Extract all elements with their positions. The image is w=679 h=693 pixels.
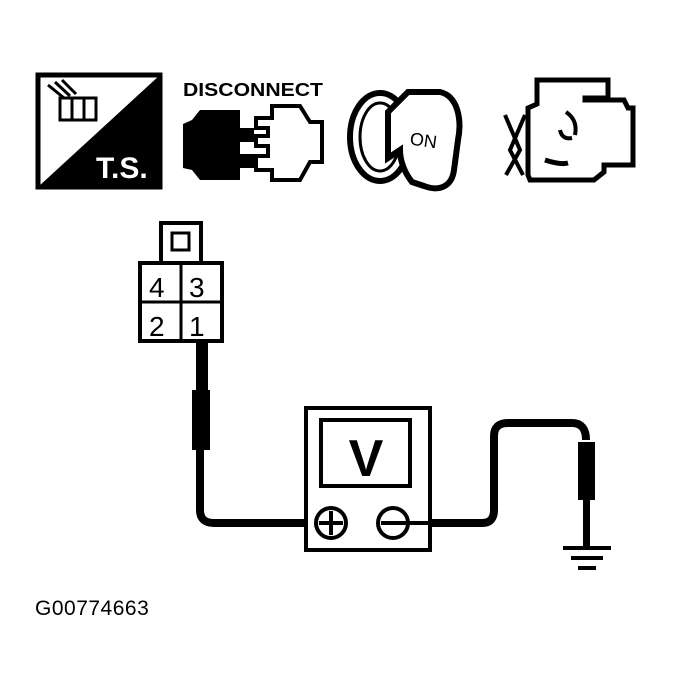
disconnect-icon: DISCONNECT [183,80,324,182]
positive-probe-lead [192,341,320,527]
figure-caption: G00774663 [35,597,150,620]
terminal-2: 2 [149,311,165,342]
voltmeter: V [304,406,440,552]
svg-text:DISCONNECT: DISCONNECT [183,80,323,100]
negative-probe-lead [430,419,595,548]
connector: 4 3 2 1 [138,221,224,343]
terminal-4: 4 [149,272,165,303]
ignition-key-icon: ON [347,89,463,192]
terminal-1: 1 [189,311,205,342]
svg-text:T.S.: T.S. [96,152,148,185]
svg-text:ON: ON [409,129,439,153]
ground-icon [563,546,611,570]
terminal-3: 3 [189,272,205,303]
test-simulator-icon: T.S. [35,72,163,190]
engine-icon [503,77,636,183]
volt-label: V [349,430,384,488]
